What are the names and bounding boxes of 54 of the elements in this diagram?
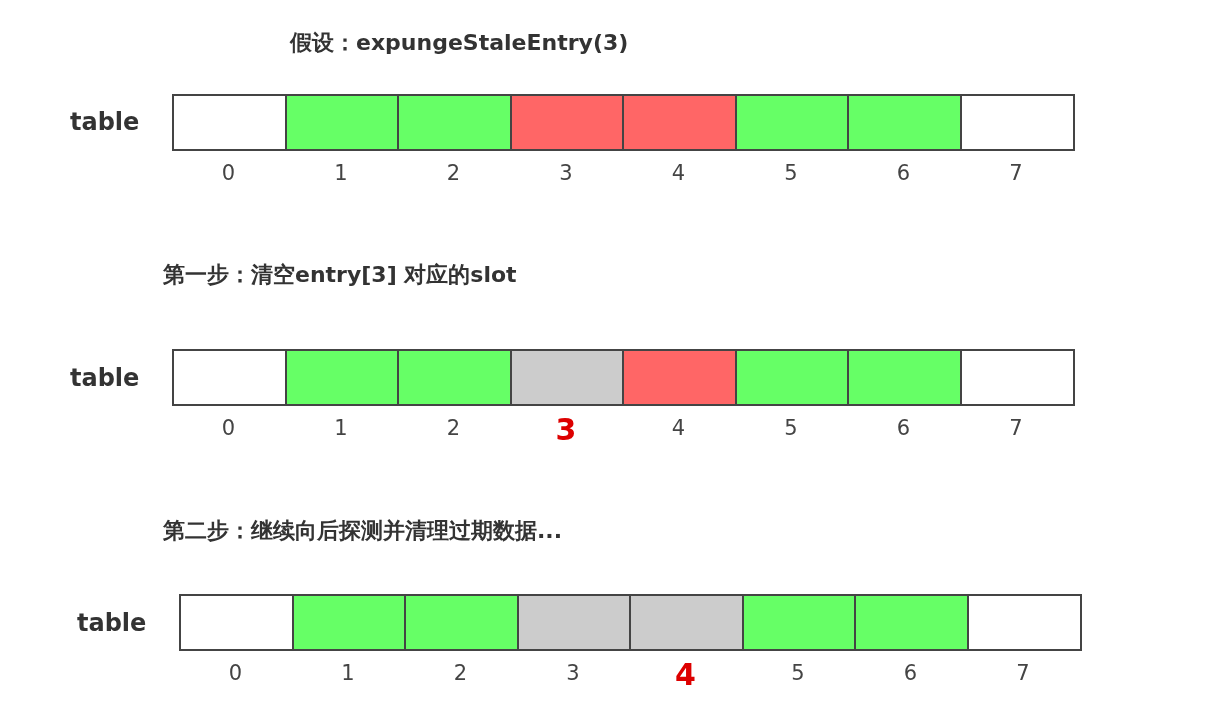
array-cell (404, 594, 519, 651)
array-cell (741, 594, 857, 651)
array-cell (622, 94, 737, 151)
array-cell (509, 349, 625, 406)
array-cell (291, 594, 407, 651)
array-cell (959, 94, 1075, 151)
index-number: 7 (1015, 661, 1031, 685)
array-cell (966, 594, 1082, 651)
index-number: 4 (670, 161, 687, 185)
index-number: 2 (445, 161, 462, 185)
array-cell (172, 94, 287, 151)
array-cell (734, 94, 850, 151)
array-cell (854, 594, 969, 651)
array-cell (847, 349, 962, 406)
index-number: 0 (220, 416, 237, 440)
index-number: 0 (220, 161, 237, 185)
array-cell (959, 349, 1075, 406)
index-number: 1 (333, 416, 349, 440)
index-number: 4 (670, 416, 687, 440)
array-cell (509, 94, 625, 151)
index-number: 4 (674, 657, 697, 692)
index-number: 3 (565, 661, 581, 685)
index-number: 6 (895, 161, 912, 185)
index-number: 2 (445, 416, 462, 440)
index-number: 5 (783, 161, 799, 185)
index-number: 1 (333, 161, 349, 185)
step-heading: 第一步：清空entry[3] 对应的slot (163, 261, 517, 289)
array-cell (397, 349, 512, 406)
index-number: 0 (227, 661, 244, 685)
row-label: table (70, 364, 140, 392)
row-label: table (70, 108, 140, 136)
index-number: 3 (554, 412, 578, 447)
index-number: 2 (452, 661, 469, 685)
index-number: 1 (340, 661, 356, 685)
array-cell (847, 94, 962, 151)
index-number: 5 (790, 661, 806, 685)
row-label: table (77, 609, 147, 637)
index-number: 6 (902, 661, 919, 685)
index-number: 7 (1008, 416, 1024, 440)
index-number: 3 (558, 161, 574, 185)
array-cell (172, 349, 287, 406)
array-cell (622, 349, 737, 406)
step-heading: 假设：expungeStaleEntry(3) (290, 29, 629, 57)
array-cell (179, 594, 294, 651)
index-number: 6 (895, 416, 912, 440)
index-number: 5 (783, 416, 799, 440)
array-cell (284, 94, 400, 151)
array-cell (629, 594, 744, 651)
step-heading: 第二步：继续向后探测并清理过期数据... (163, 517, 563, 545)
array-cell (284, 349, 400, 406)
array-cell (397, 94, 512, 151)
array-cell (516, 594, 632, 651)
array-cell (734, 349, 850, 406)
index-number: 7 (1008, 161, 1024, 185)
